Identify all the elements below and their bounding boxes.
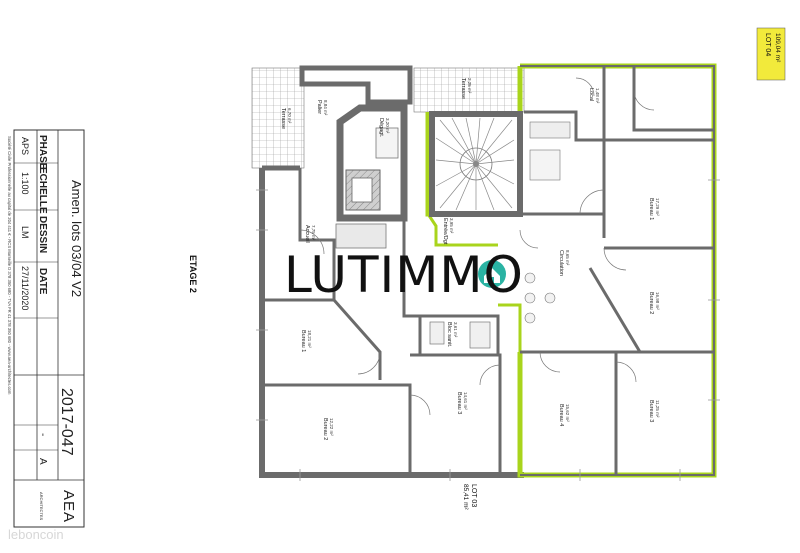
room-area: 7,75 m²: [311, 225, 316, 241]
project-title: Amen. lots 03/04 V2: [69, 180, 84, 297]
firm-address: Société Civile Professionnelle au capita…: [7, 136, 12, 395]
room-name: Bureau 4: [558, 404, 564, 426]
lutimmo-badge-icon: [478, 260, 506, 288]
room-area: 15,62 m²: [565, 404, 570, 422]
room-degagement: Dégagt.3,20 m²: [378, 118, 390, 138]
level-label: ETAGE 2: [188, 255, 198, 293]
date-label: DATE: [37, 268, 48, 295]
room-area: 17,29 m²: [655, 198, 660, 216]
room-bloc_sanit: Bloc sanit.3,61 m²: [446, 322, 458, 348]
room-name: Terrasse: [280, 108, 286, 129]
title-block: Amen. lots 03/04 V2 2017-047 PHASE APS E…: [7, 129, 85, 528]
index-dash: -: [37, 433, 48, 436]
staircase: [429, 111, 523, 217]
room-name: Entrée/Dgt: [442, 218, 448, 245]
room-name: Bureau 3: [648, 400, 654, 422]
project-reference: 2017-047: [58, 388, 75, 456]
room-name: Palier: [316, 100, 322, 114]
phase-label: PHASE: [37, 135, 48, 170]
room-name: Bloc sanit.: [446, 322, 452, 348]
index-value: A: [37, 458, 48, 465]
lot03-area: 85,41 m²: [462, 484, 469, 510]
lot04-label: LOT 04 109,04 m²: [756, 27, 786, 81]
scale-value: 1:100: [20, 172, 30, 195]
room-area: 3,61 m²: [453, 322, 458, 338]
firm-logo: AEA ARCHITECTES: [39, 490, 77, 523]
room-name: Terrasse: [460, 78, 466, 99]
terrace-left-tiles: [251, 67, 305, 169]
room-name: Bureau 2: [322, 418, 328, 440]
firm-logo-subtitle: ARCHITECTES: [39, 492, 44, 521]
room-name: Bureau 1: [648, 198, 654, 220]
room-area: 11,25 m²: [655, 400, 660, 418]
date-value: 27/11/2020: [20, 266, 30, 310]
lutimmo-logo-text: LUTIMMO: [284, 246, 524, 304]
room-name: Bureau 3: [456, 392, 462, 414]
room-name: Bureau 2: [648, 292, 654, 314]
firm-logo-text: AEA: [60, 490, 77, 523]
room-area: 3,95 m²: [449, 218, 454, 234]
room-name: Dégagt.: [378, 118, 384, 138]
room-area: 8,65 m²: [565, 250, 570, 266]
room-area: 2,25 m²: [467, 78, 472, 94]
scale-label: ECHELLE: [37, 167, 48, 214]
phase-value: APS: [20, 137, 30, 155]
lot03-name: LOT 03: [470, 484, 477, 507]
room-area: 14,61 m²: [463, 392, 468, 410]
room-area: 8,84 m²: [323, 100, 328, 116]
drawing-value: LM: [20, 226, 30, 239]
lot03-label: LOT 03 85,41 m²: [462, 484, 477, 510]
drawing-label: DESSIN: [37, 216, 48, 253]
room-area: 3,20 m²: [385, 118, 390, 134]
leboncoin-watermark: leboncoin: [8, 527, 64, 542]
lot04-area: 109,04 m²: [774, 33, 781, 63]
floor-plan: [251, 63, 720, 481]
room-name: Local: [588, 88, 594, 101]
room-name: Bureau 1: [300, 330, 306, 352]
room-name: Accueil: [304, 225, 310, 243]
room-area: 6,70 m²: [287, 108, 292, 124]
room-area: 18,21 m²: [307, 330, 312, 348]
room-area: 1,48 m²: [595, 88, 600, 104]
lot04-name: LOT 04: [764, 33, 771, 56]
room-area: 16,98 m²: [655, 292, 660, 310]
room-name: Circulation: [558, 250, 564, 276]
room-area: 12,22 m²: [329, 418, 334, 436]
